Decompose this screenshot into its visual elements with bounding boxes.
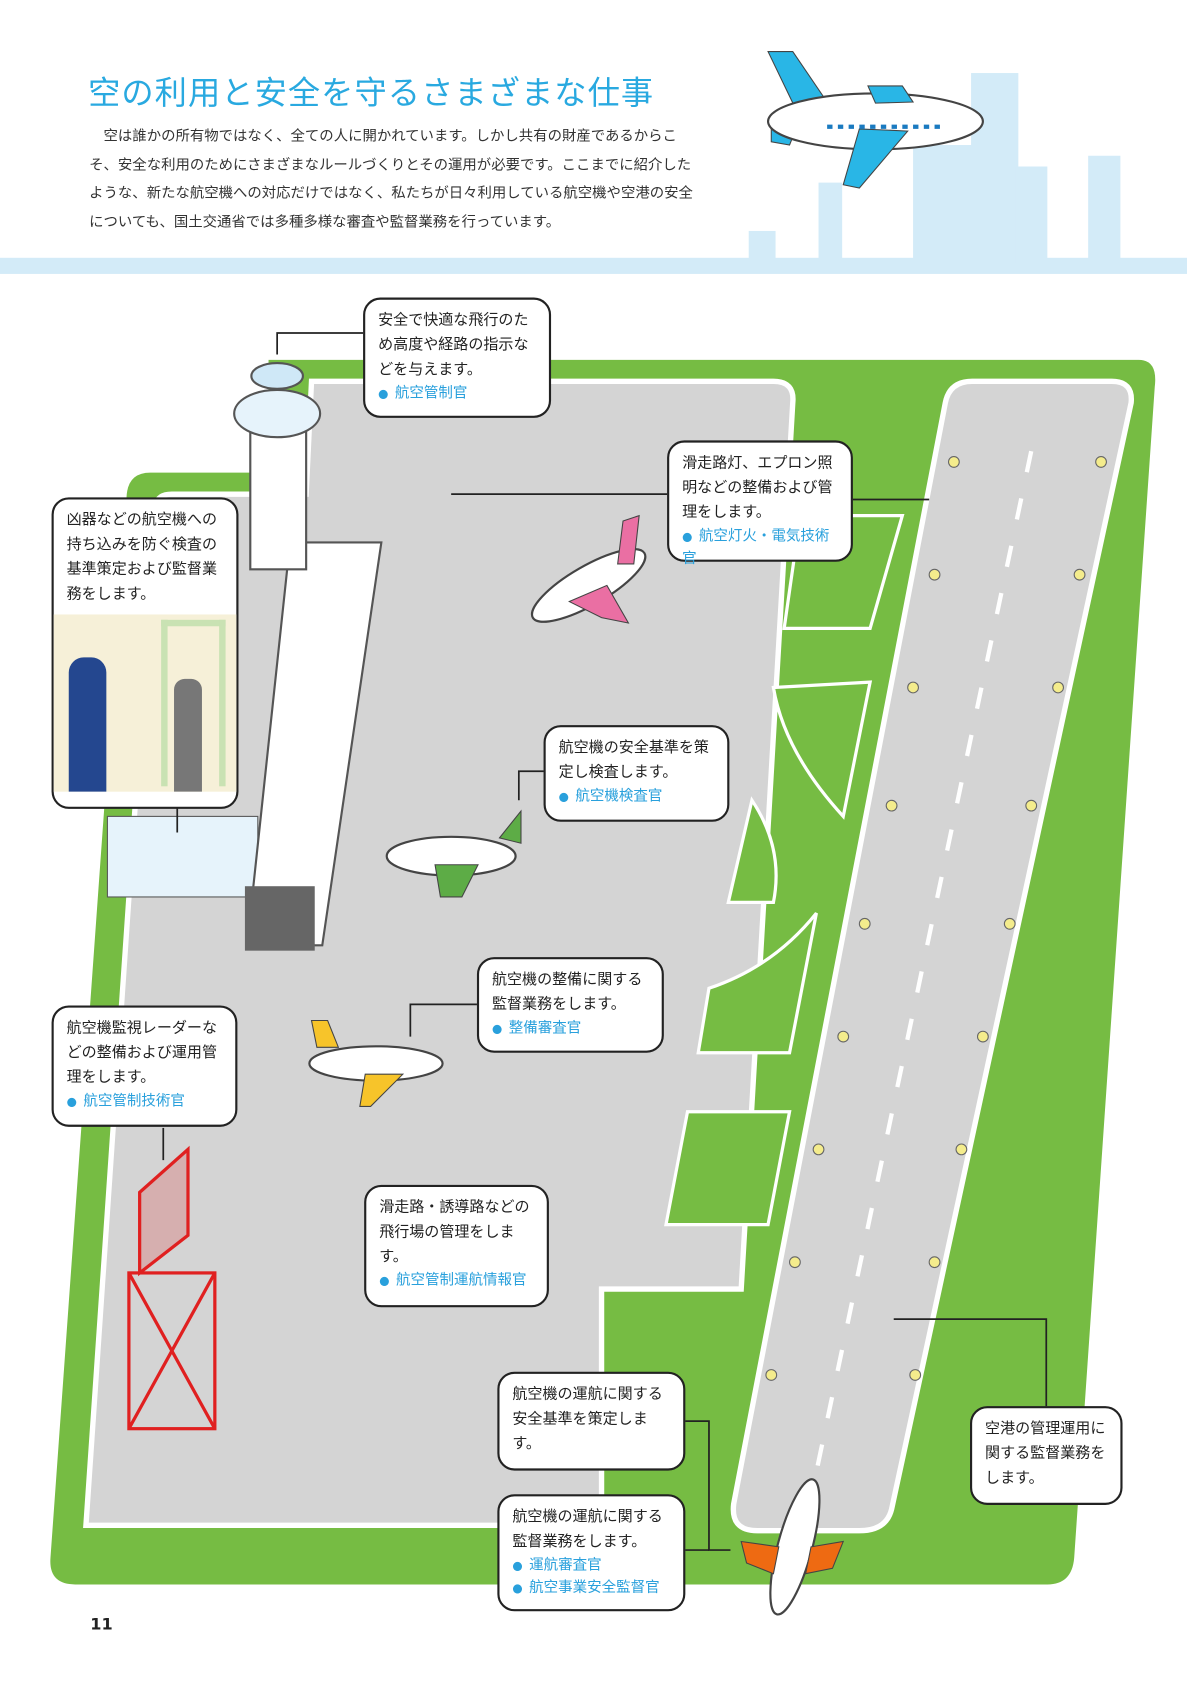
role-label: 航空管制官 [378,382,536,405]
role-label: 航空管制運航情報官 [379,1270,534,1293]
role-label: 運航審査官 [512,1554,670,1577]
header-band [0,257,1187,274]
role-label: 航空事業安全監督官 [512,1577,670,1600]
role-label: 航空機検査官 [559,785,715,808]
callout-text: 航空機の安全基準を策定し検査します。 [558,739,709,781]
role-label: 航空灯火・電気技術官 [682,525,838,569]
page-title: 空の利用と安全を守るさまざまな仕事 [88,75,655,113]
callout-airport-management: 空港の管理運用に関する監督業務をします。 [970,1406,1123,1505]
airplane-pink [530,514,647,624]
role-label: 航空管制技術官 [67,1090,223,1113]
intro-text: 空は誰かの所有物ではなく、全ての人に開かれています。しかし共有の財産であるからこ… [89,124,701,238]
callout-text: 航空機の運航に関する監督業務をします。 [512,1508,663,1551]
callout-aircraft-inspection: 航空機の安全基準を策定し検査します。 航空機検査官 [543,725,730,822]
callout-radar: 航空機監視レーダーなどの整備および運用管理をします。 航空管制技術官 [51,1005,238,1127]
callout-text: 航空機の運航に関する安全基準を策定します。 [512,1385,663,1453]
runway [730,378,1134,1534]
callout-lighting: 滑走路灯、エプロン照明などの整備および管理をします。 航空灯火・電気技術官 [667,440,853,567]
airplane-green [385,809,522,898]
control-tower [233,362,322,571]
callout-text: 滑走路・誘導路などの飛行場の管理をします。 [379,1198,530,1266]
radar-tower [127,1145,217,1431]
callout-text: 航空機監視レーダーなどの整備および運用管理をします。 [66,1019,217,1087]
passenger-figure [174,678,202,792]
metal-detector-gate [161,619,226,787]
security-gate-illustration [53,614,237,792]
callout-air-traffic-control: 安全で快適な飛行のため高度や経路の指示などを与えます。 航空管制官 [363,297,552,418]
grass-patches [664,514,905,1227]
role-label: 整備審査官 [492,1017,649,1040]
airplane-yellow [308,1019,444,1107]
intro-paragraph: 空は誰かの所有物ではなく、全ての人に開かれています。しかし共有の財産であるからこ… [89,128,693,231]
callout-operation-supervision: 航空機の運航に関する監督業務をします。 運航審査官 航空事業安全監督官 [497,1494,686,1612]
callout-text: 空港の管理運用に関する監督業務をします。 [985,1420,1106,1487]
callout-text: 凶器などの航空機への持ち込みを防ぐ検査の基準策定および監督業務をします。 [66,511,217,603]
city-skyline [748,73,1121,264]
terminal-building [106,541,383,951]
inspector-figure [68,657,107,792]
callout-airfield-management: 滑走路・誘導路などの飛行場の管理をします。 航空管制運航情報官 [364,1184,549,1308]
callout-text: 航空機の整備に関する監督業務をします。 [491,971,643,1013]
callout-text: 安全で快適な飛行のため高度や経路の指示などを与えます。 [378,311,529,379]
callout-text: 滑走路灯、エプロン照明などの整備および管理をします。 [682,454,833,521]
airplane-orange [740,1478,845,1616]
page-number: 11 [90,1614,113,1634]
runway-lights [765,455,1107,1381]
callout-arrows [162,332,1048,1551]
callout-operation-standards: 航空機の運航に関する安全基準を策定します。 [497,1371,686,1471]
callout-maintenance: 航空機の整備に関する監督業務をします。 整備審査官 [476,957,664,1053]
callout-security-screening: 凶器などの航空機への持ち込みを防ぐ検査の基準策定および監督業務をします。 [51,497,239,809]
airplane-icon-blue [766,51,984,189]
